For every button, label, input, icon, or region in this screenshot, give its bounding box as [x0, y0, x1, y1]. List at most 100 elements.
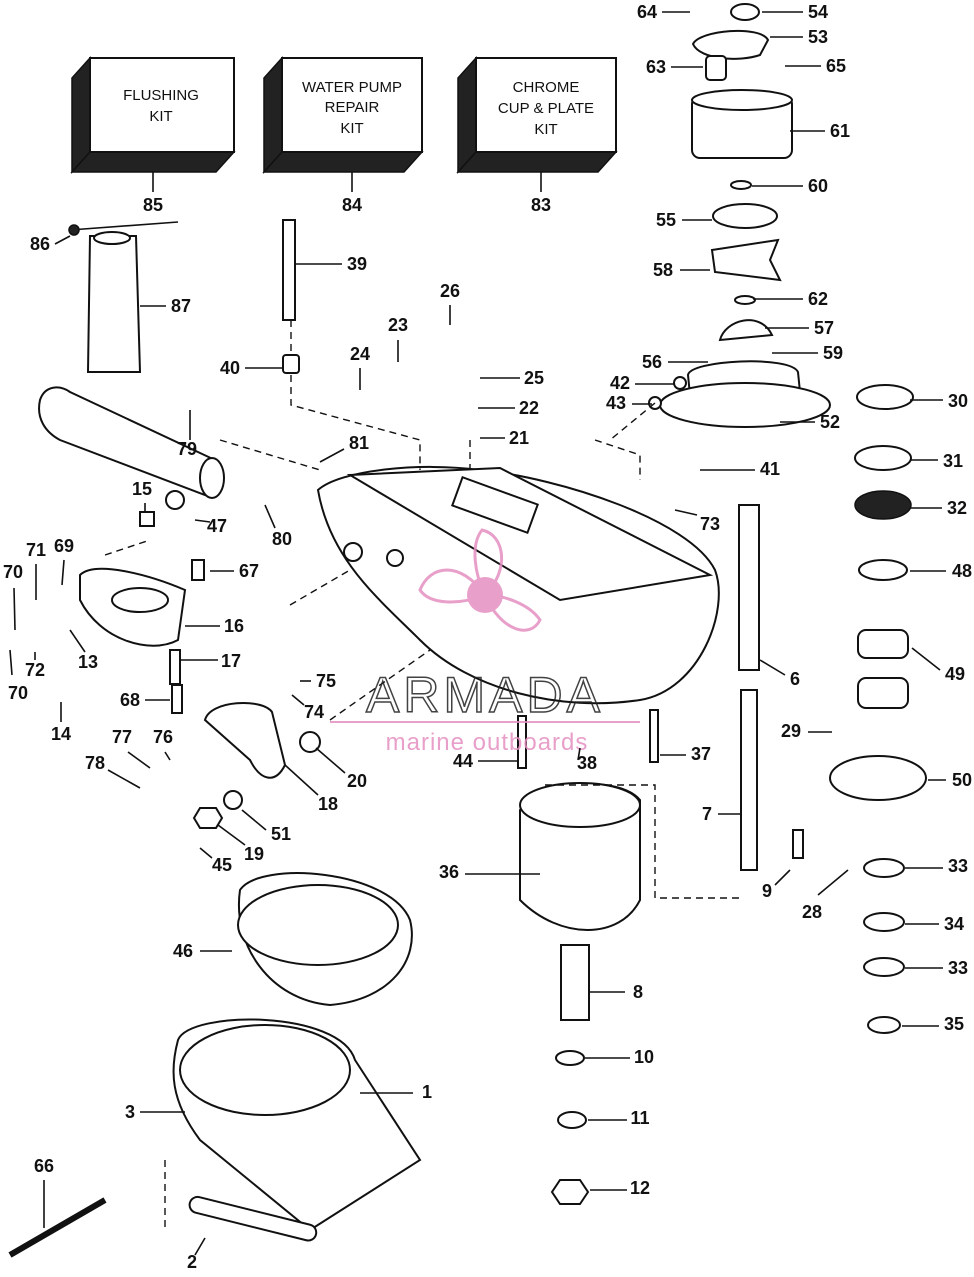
- leader-line: [264, 504, 276, 529]
- part-number-callout: 81: [349, 433, 369, 453]
- part-number-callout: 28: [802, 902, 822, 922]
- part-number-callout: 73: [700, 514, 720, 534]
- part-number-callout: 29: [781, 721, 801, 741]
- part-number-callout: 37: [691, 744, 711, 764]
- part-number-callout: 42: [610, 373, 630, 393]
- part-number-callout: 47: [207, 516, 227, 536]
- part-number-callout: 75: [316, 671, 336, 691]
- watermark: ARMADA marine outboards: [330, 528, 640, 756]
- part-number-callout: 15: [132, 479, 152, 499]
- part-number-callout: 70: [3, 562, 23, 582]
- part-number-callout: 64: [637, 2, 657, 22]
- part-number-callout: 30: [948, 391, 968, 411]
- nozzle: [519, 782, 641, 931]
- part-number-callout: 44: [453, 751, 473, 771]
- leader-line: [69, 629, 86, 653]
- part-number-callout: 54: [808, 2, 828, 22]
- part-number-callout: 61: [830, 121, 850, 141]
- leader-line: [241, 809, 267, 831]
- leader-line: [194, 519, 211, 523]
- pump-housing: [691, 89, 793, 159]
- part-number-callout: 20: [347, 771, 367, 791]
- tube-80: [38, 386, 225, 499]
- leader-line: [217, 824, 246, 846]
- part-number-callout: 14: [51, 724, 71, 744]
- part-number-callout: 72: [25, 660, 45, 680]
- part-number-callout: 58: [653, 260, 673, 280]
- part-number-callout: 53: [808, 27, 828, 47]
- part-number-callout: 60: [808, 176, 828, 196]
- kit-label: KIT: [340, 120, 363, 137]
- intake-grate: [237, 872, 413, 1007]
- part-number-callout: 21: [509, 428, 529, 448]
- gasket: [718, 319, 774, 342]
- leader-line: [13, 587, 16, 631]
- leader-line: [315, 747, 346, 774]
- leader-line: [774, 869, 791, 886]
- part-number-callout: 52: [820, 412, 840, 432]
- part-number-callout: 50: [952, 770, 972, 790]
- part-number-callout: 62: [808, 289, 828, 309]
- part-number-callout: 26: [440, 281, 460, 301]
- part-number-callout: 45: [212, 855, 232, 875]
- part-number-callout: 35: [944, 1014, 964, 1034]
- leader-line: [54, 235, 71, 245]
- part-number-callout: 32: [947, 498, 967, 518]
- watermark-blade: [473, 528, 503, 598]
- part-number-callout: 23: [388, 315, 408, 335]
- leader-line: [107, 769, 141, 789]
- part-number-callout: 17: [221, 651, 241, 671]
- lower-hardware: [550, 944, 590, 1205]
- kit-box-chrome: [456, 56, 618, 174]
- part-number-callout: 77: [112, 727, 132, 747]
- part-number-callout: 6: [790, 669, 800, 689]
- leader-line: [817, 869, 849, 896]
- shift-bracket: [79, 567, 187, 647]
- part-number-callout: 36: [439, 862, 459, 882]
- kit-label: CHROME: [513, 79, 580, 96]
- part-number-callout: 2: [187, 1252, 197, 1272]
- watermark-blade: [482, 593, 542, 632]
- bearings-seals: [829, 384, 927, 1034]
- leader-line: [911, 647, 941, 671]
- water-pump-base: [659, 360, 831, 428]
- part-number-callout: 78: [85, 753, 105, 773]
- part-number-callout: 87: [171, 296, 191, 316]
- kit-label: REPAIR: [325, 99, 380, 116]
- leader-line: [577, 747, 581, 761]
- leader-line: [319, 448, 345, 463]
- part-number-callout: 49: [945, 664, 965, 684]
- leader-line: [284, 764, 319, 796]
- part-number-callout: 69: [54, 536, 74, 556]
- part-number-callout: 86: [30, 234, 50, 254]
- leader-line: [127, 751, 151, 769]
- kit-label: CUP & PLATE: [498, 100, 594, 117]
- leader-line: [291, 694, 305, 706]
- part-number-callout: 12: [630, 1178, 650, 1198]
- kit-label: KIT: [534, 121, 557, 138]
- watermark-tagline: marine outboards: [386, 729, 589, 756]
- part-number-callout: 22: [519, 398, 539, 418]
- part-number-callout: 3: [125, 1102, 135, 1122]
- part-number-callout: 70: [8, 683, 28, 703]
- leader-line: [674, 509, 698, 516]
- drive-shaft: [738, 504, 760, 871]
- kit-number-callout: 83: [531, 195, 551, 215]
- fasteners: [139, 219, 804, 859]
- part-number-callout: 65: [826, 56, 846, 76]
- part-number-callout: 10: [634, 1047, 654, 1067]
- part-number-callout: 51: [271, 824, 291, 844]
- part-number-callout: 79: [177, 439, 197, 459]
- part-number-callout: 24: [350, 344, 370, 364]
- kit-box-flushing: [70, 56, 236, 174]
- part-number-callout: 11: [630, 1108, 649, 1128]
- kit-label: FLUSHING: [123, 87, 199, 104]
- kit-label: WATER PUMP: [302, 79, 402, 96]
- leader-line: [759, 659, 786, 676]
- kit-number-callout: 85: [143, 195, 163, 215]
- part-number-callout: 63: [646, 57, 666, 77]
- part-number-callout: 13: [78, 652, 98, 672]
